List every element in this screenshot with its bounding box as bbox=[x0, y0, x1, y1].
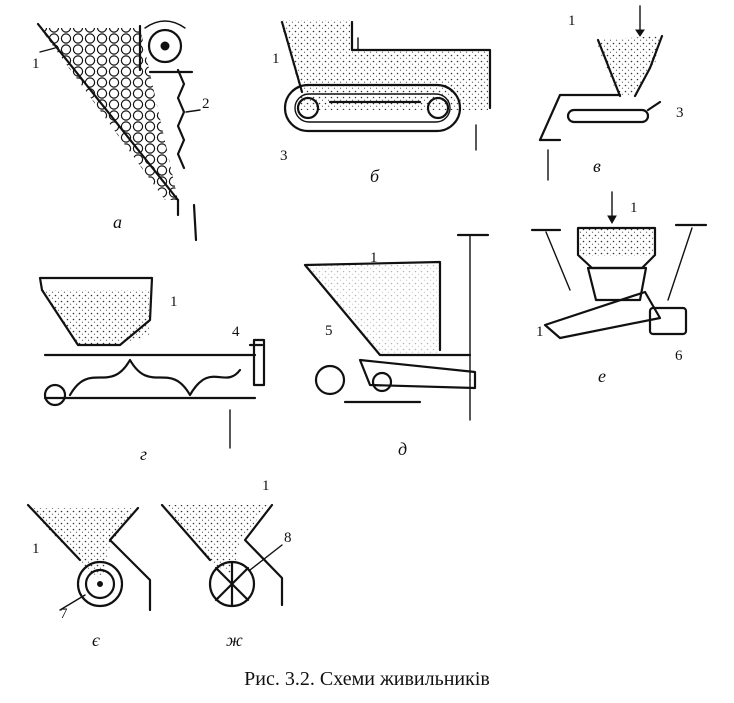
a-part-2: 2 bbox=[202, 96, 210, 112]
e-part-1a: 1 bbox=[630, 200, 638, 216]
scheme-e: 1 1 6 е bbox=[530, 191, 708, 386]
v-part-3: 3 bbox=[676, 105, 684, 121]
d-part-5: 5 bbox=[325, 323, 333, 339]
zh-part-1: 1 bbox=[262, 478, 270, 494]
e-part-1b: 1 bbox=[536, 324, 544, 340]
g-part-1: 1 bbox=[170, 294, 178, 310]
zh-letter: ж bbox=[226, 630, 243, 650]
d-part-1: 1 bbox=[370, 250, 378, 266]
ye-part-7: 7 bbox=[60, 606, 68, 622]
scheme-ye: 1 7 є bbox=[26, 503, 152, 650]
scheme-d: 1 5 д bbox=[303, 233, 490, 459]
scheme-v: 1 3 в bbox=[538, 5, 684, 181]
a-part-1: 1 bbox=[32, 56, 40, 72]
v-part-1: 1 bbox=[568, 13, 576, 29]
ye-part-1: 1 bbox=[32, 541, 40, 557]
figure-caption: Рис. 3.2. Схеми живильників bbox=[244, 668, 490, 690]
scheme-g: 1 4 г bbox=[38, 276, 266, 464]
g-letter: г bbox=[140, 444, 147, 464]
scheme-a: 1 2 а bbox=[32, 20, 210, 242]
ye-letter: є bbox=[92, 630, 100, 650]
b-part-3: 3 bbox=[280, 148, 288, 164]
zh-part-8: 8 bbox=[284, 530, 292, 546]
e-letter: е bbox=[598, 366, 606, 386]
v-letter: в bbox=[593, 156, 601, 176]
b-letter: б bbox=[370, 166, 380, 186]
g-part-4: 4 bbox=[232, 324, 240, 340]
scheme-zh: 1 8 ж bbox=[160, 478, 292, 650]
scheme-b: 1 3 б bbox=[272, 20, 492, 186]
e-part-6: 6 bbox=[675, 348, 683, 364]
d-letter: д bbox=[398, 439, 407, 459]
a-letter: а bbox=[113, 212, 122, 232]
b-part-1: 1 bbox=[272, 51, 280, 67]
